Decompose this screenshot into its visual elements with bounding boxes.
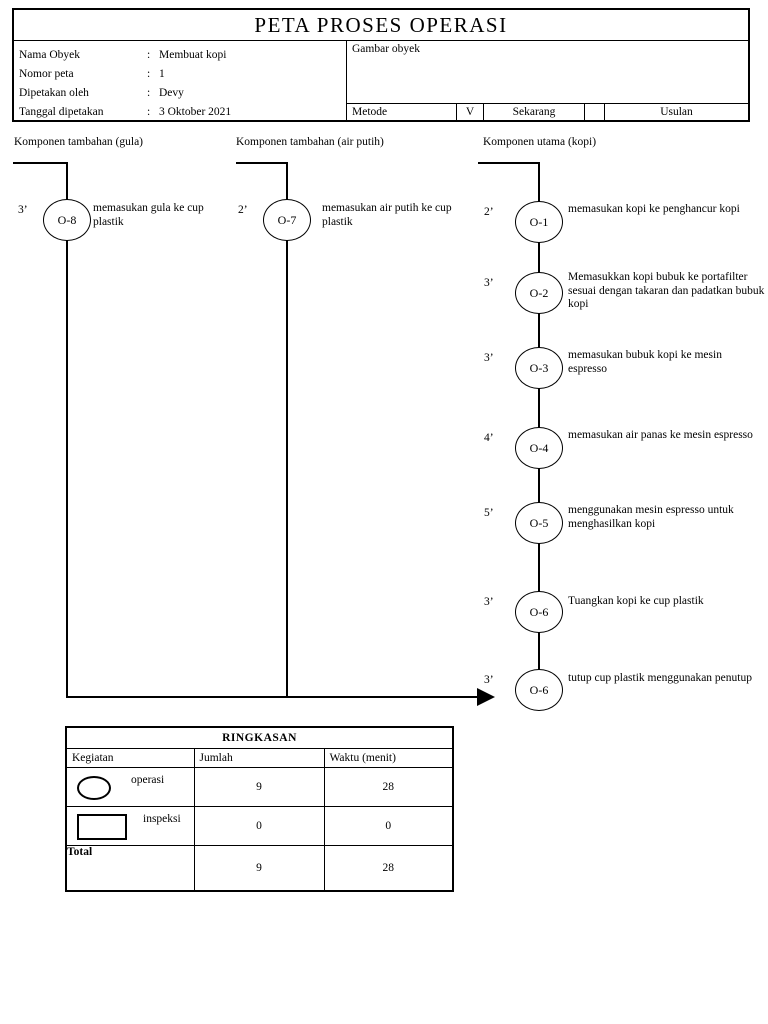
jumlah-value: 0 (193, 806, 325, 846)
op-desc-o7: memasukan air putih ke cup plastik (322, 202, 452, 228)
summary-row-operasi: operasi 9 28 (65, 767, 454, 807)
op-id: O-7 (277, 212, 297, 227)
field-label: Nama Obyek (19, 48, 80, 61)
merge-arrow-icon (477, 688, 495, 706)
summary-header-row: Kegiatan Jumlah Waktu (menit) (65, 748, 454, 768)
op-desc-o8: memasukan gula ke cup plastik (93, 202, 204, 228)
op-time-o2: 3’ (484, 277, 494, 289)
connector-line (538, 162, 540, 676)
connector-line (236, 162, 287, 164)
op-circle-o8: O-8 (43, 199, 91, 241)
connector-line (66, 696, 478, 698)
op-time-o7: 2’ (238, 204, 248, 216)
column-label-kopi: Komponen utama (kopi) (483, 136, 597, 148)
op-desc-o4: memasukan air panas ke mesin espresso (568, 429, 753, 441)
op-circle-o7: O-7 (263, 199, 311, 241)
field-value: Devy (159, 86, 184, 99)
op-id: O-3 (529, 360, 549, 375)
op-id: O-6 (529, 682, 549, 697)
op-time-o3: 3’ (484, 352, 494, 364)
field-separator: : (147, 48, 151, 61)
metode-checkmark: V (457, 104, 484, 120)
summary-row-total: Total 9 28 (65, 845, 454, 892)
field-value: 1 (159, 67, 165, 80)
op-time-o6b: 3’ (484, 674, 494, 686)
waktu-value: 0 (323, 806, 454, 846)
field-label: Dipetakan oleh (19, 86, 89, 99)
summary-header-kegiatan: Kegiatan (65, 748, 195, 768)
op-id: O-4 (529, 440, 549, 455)
summary-header-waktu: Waktu (menit) (323, 748, 454, 768)
op-desc-o1: memasukan kopi ke penghancur kopi (568, 203, 740, 215)
total-label: Total (65, 845, 195, 892)
op-id: O-6 (529, 604, 549, 619)
object-image-panel: Gambar obyek Metode V Sekarang Usulan (347, 41, 748, 120)
waktu-value: 28 (323, 767, 454, 807)
metode-row: Metode V Sekarang Usulan (347, 103, 748, 120)
op-desc-o5: menggunakan mesin espresso untuk menghas… (568, 504, 734, 530)
connector-line (478, 162, 539, 164)
summary-row-inspeksi: inspeksi 0 0 (65, 806, 454, 846)
op-circle-o5: O-5 (515, 502, 563, 544)
op-time-o1: 2’ (484, 206, 494, 218)
inspection-rectangle-icon (77, 814, 127, 840)
jumlah-value: 9 (193, 767, 325, 807)
metode-sekarang: Sekarang (484, 104, 585, 120)
info-row-tanggal-dipetakan: Tanggal dipetakan : 3 Oktober 2021 (19, 102, 346, 121)
field-value: Membuat kopi (159, 48, 227, 61)
kegiatan-label: operasi (131, 774, 165, 786)
info-row-nomor-peta: Nomor peta : 1 (19, 64, 346, 83)
info-panel: Nama Obyek : Membuat kopi Nomor peta : 1… (14, 41, 347, 120)
field-separator: : (147, 105, 151, 118)
metode-blank-cell (585, 104, 605, 120)
header-table: PETA PROSES OPERASI Nama Obyek : Membuat… (12, 8, 750, 122)
summary-header-jumlah: Jumlah (193, 748, 325, 768)
column-label-gula: Komponen tambahan (gula) (14, 136, 144, 148)
op-id: O-8 (57, 212, 77, 227)
metode-label: Metode (347, 104, 457, 120)
op-circle-o1: O-1 (515, 201, 563, 243)
kegiatan-label: inspeksi (143, 813, 181, 825)
op-desc-o6a: Tuangkan kopi ke cup plastik (568, 595, 704, 607)
op-time-o6a: 3’ (484, 596, 494, 608)
op-circle-o6b: O-6 (515, 669, 563, 711)
op-circle-o2: O-2 (515, 272, 563, 314)
field-separator: : (147, 86, 151, 99)
gambar-obyek-cell: Gambar obyek (352, 43, 421, 55)
summary-table: RINGKASAN Kegiatan Jumlah Waktu (menit) … (65, 726, 454, 892)
op-id: O-2 (529, 285, 549, 300)
op-circle-o3: O-3 (515, 347, 563, 389)
field-separator: : (147, 67, 151, 80)
op-circle-o4: O-4 (515, 427, 563, 469)
page-title: PETA PROSES OPERASI (14, 10, 748, 41)
op-desc-o2: Memasukkan kopi bubuk ke portafilter ses… (568, 271, 765, 311)
info-row-dipetakan-oleh: Dipetakan oleh : Devy (19, 83, 346, 102)
connector-line (286, 162, 288, 697)
connector-line (13, 162, 67, 164)
column-label-air-putih: Komponen tambahan (air putih) (236, 136, 384, 148)
op-id: O-5 (529, 515, 549, 530)
summary-title: RINGKASAN (65, 726, 454, 749)
field-label: Tanggal dipetakan (19, 105, 104, 118)
field-label: Nomor peta (19, 67, 74, 80)
op-time-o8: 3’ (18, 204, 28, 216)
waktu-value: 28 (323, 845, 454, 892)
op-time-o5: 5’ (484, 507, 494, 519)
op-time-o4: 4’ (484, 432, 494, 444)
op-desc-o6b: tutup cup plastik menggunakan penutup (568, 672, 752, 684)
field-value: 3 Oktober 2021 (159, 105, 232, 118)
op-desc-o3: memasukan bubuk kopi ke mesin espresso (568, 349, 722, 375)
op-id: O-1 (529, 214, 549, 229)
metode-usulan: Usulan (660, 106, 693, 118)
op-circle-o6a: O-6 (515, 591, 563, 633)
operation-circle-icon (77, 776, 111, 800)
info-row-nama-obyek: Nama Obyek : Membuat kopi (19, 45, 346, 64)
connector-line (66, 162, 68, 697)
jumlah-value: 9 (193, 845, 325, 892)
